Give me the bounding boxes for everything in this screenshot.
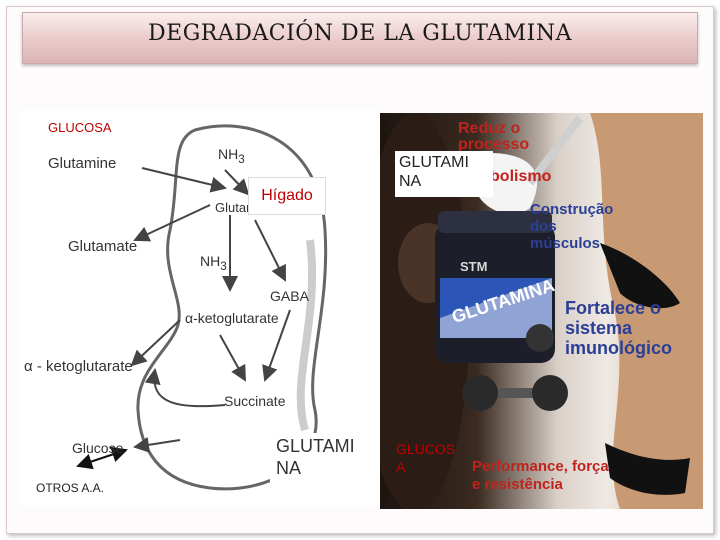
annotation-glutamina-photo: GLUTAMI NA [395, 151, 493, 197]
label-glucose: Glucose [72, 440, 124, 456]
annotation-higado: Hígado [248, 177, 326, 215]
title-bar: DEGRADACIÓN DE LA GLUTAMINA [22, 12, 698, 64]
arrow-gaba-down [262, 309, 291, 382]
label-akg-inner: α-ketoglutarate [185, 310, 279, 326]
photo-text-performance: Performance, força e resistência [472, 458, 609, 493]
nh3-top-text: NH [218, 146, 239, 162]
arrow-otros-glucose [76, 446, 128, 470]
slide-title: DEGRADACIÓN DE LA GLUTAMINA [148, 21, 572, 46]
photo-text-construcao: Construção dos músculos [530, 201, 614, 252]
label-gaba: GABA [270, 288, 309, 304]
arrow-to-glucose [133, 436, 181, 453]
annotation-glucosa: GLUCOSA [48, 120, 112, 135]
jar-brand: STM [460, 259, 488, 274]
annotation-glucosa-photo: GLUCOS A [396, 441, 456, 475]
label-nh3-mid: NH3 [200, 253, 227, 273]
nh3-mid-text: NH [200, 253, 221, 269]
metabolism-diagram: Glutamine NH3 Glutamate Glutamate NH3 GA… [20, 110, 380, 506]
annotation-glutamina-bottom: GLUTAMI NA [270, 433, 370, 483]
label-akg: α - ketoglutarate [24, 358, 133, 375]
arrow-to-glutamate [133, 204, 211, 242]
label-glutamine: Glutamine [48, 155, 117, 172]
arrow-succinate-loop [144, 368, 226, 408]
label-nh3-top: NH3 [218, 146, 245, 166]
arrow-akg-left [130, 319, 181, 367]
annotation-otros-aa: OTROS A.A. [36, 481, 105, 495]
arrow-to-gaba [254, 219, 286, 282]
photo-text-fortalece: Fortalece o sistema imunológico [565, 298, 672, 358]
kidney-outline [136, 124, 328, 491]
kidney-shadow [296, 239, 317, 432]
arrow-nh3-top [224, 169, 250, 196]
arrow-glutamine [141, 167, 227, 193]
photo-drawing [380, 113, 703, 509]
label-glutamate: Glutamate [68, 238, 138, 255]
label-succinate: Succinate [224, 393, 286, 409]
nh3-mid-sub: 3 [220, 259, 227, 273]
nh3-top-sub: 3 [238, 152, 245, 166]
arrow-akg-down [219, 334, 246, 382]
diagram-drawing [76, 124, 328, 491]
